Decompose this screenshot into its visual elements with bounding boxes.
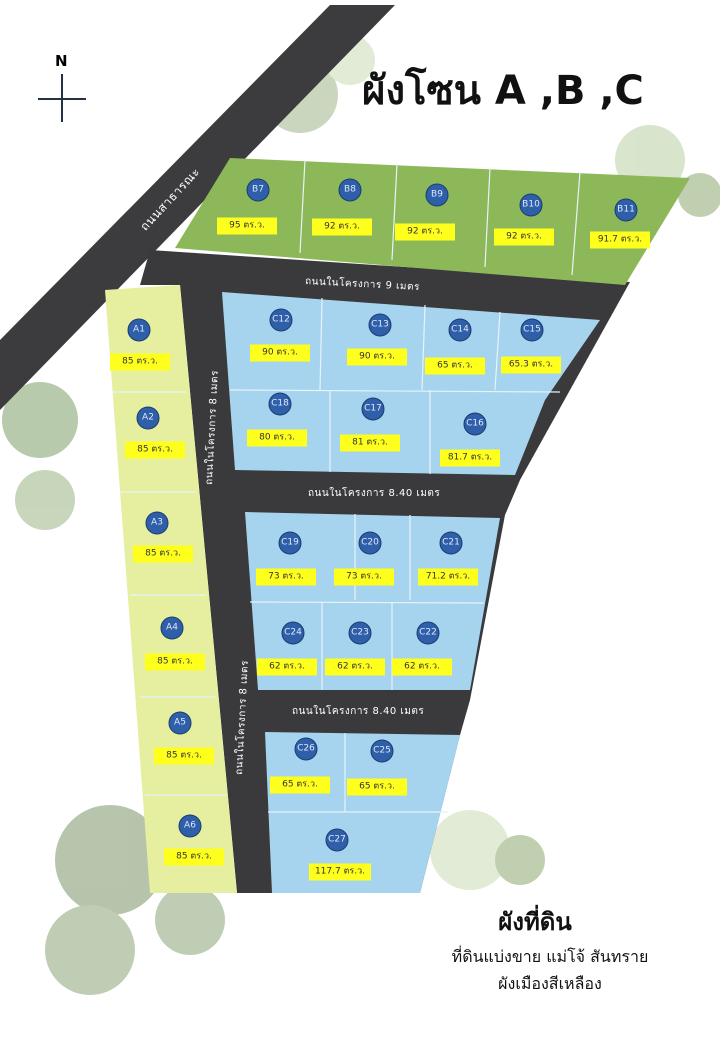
plot-marker-c26[interactable]: C26 (294, 737, 318, 761)
page-title: ผังโซน A ,B ,C (362, 68, 644, 114)
zone-c-block-1 (222, 292, 600, 475)
plot-area-label: 85 ตร.ว. (133, 545, 193, 563)
plot-marker-b7[interactable]: B7 (246, 178, 270, 202)
plot-area-label: 85 ตร.ว. (125, 441, 185, 459)
public-road (0, 5, 395, 410)
plot-marker-c14[interactable]: C14 (448, 318, 472, 342)
plot-marker-c15[interactable]: C15 (520, 318, 544, 342)
plot-marker-b9[interactable]: B9 (425, 183, 449, 207)
plot-area-label: 85 ตร.ว. (164, 848, 224, 866)
plot-area-label: 73 ตร.ว. (334, 568, 394, 586)
road-label-840-b: ถนนในโครงการ 8.40 เมตร (292, 706, 425, 717)
plot-marker-a2[interactable]: A2 (136, 406, 160, 430)
plot-marker-b8[interactable]: B8 (338, 178, 362, 202)
plot-dividers (112, 159, 581, 813)
plot-area-label: 81.7 ตร.ว. (440, 449, 500, 467)
plot-area-label: 65.3 ตร.ว. (501, 356, 561, 374)
plot-area-label: 71.2 ตร.ว. (418, 568, 478, 586)
plot-marker-a4[interactable]: A4 (160, 616, 184, 640)
zone-a (105, 285, 237, 893)
plot-marker-a3[interactable]: A3 (145, 511, 169, 535)
plot-area-label: 91.7 ตร.ว. (590, 231, 650, 249)
plot-marker-a1[interactable]: A1 (127, 318, 151, 342)
plot-area-label: 85 ตร.ว. (154, 747, 214, 765)
plot-marker-b10[interactable]: B10 (519, 193, 543, 217)
plot-area-label: 65 ตร.ว. (270, 776, 330, 794)
road-label-840-a: ถนนในโครงการ 8.40 เมตร (308, 488, 441, 499)
plot-area-label: 85 ตร.ว. (145, 653, 205, 671)
plot-marker-c20[interactable]: C20 (358, 531, 382, 555)
plot-area-label: 92 ตร.ว. (312, 218, 372, 236)
plot-area-label: 92 ตร.ว. (395, 223, 455, 241)
plot-area-label: 90 ตร.ว. (250, 344, 310, 362)
plot-marker-c12[interactable]: C12 (269, 308, 293, 332)
plot-marker-c19[interactable]: C19 (278, 531, 302, 555)
plot-marker-c22[interactable]: C22 (416, 621, 440, 645)
caption-line-2: ผังเมืองสีเหลือง (498, 974, 602, 993)
plot-area-label: 80 ตร.ว. (247, 429, 307, 447)
plot-area-label: 62 ตร.ว. (325, 658, 385, 676)
plot-area-label: 95 ตร.ว. (217, 217, 277, 235)
plot-area-label: 65 ตร.ว. (425, 357, 485, 375)
plot-marker-c23[interactable]: C23 (348, 621, 372, 645)
plot-area-label: 81 ตร.ว. (340, 434, 400, 452)
plot-marker-c27[interactable]: C27 (325, 828, 349, 852)
north-arrow: N (38, 52, 86, 122)
plot-marker-c24[interactable]: C24 (281, 621, 305, 645)
plot-marker-c13[interactable]: C13 (368, 313, 392, 337)
plot-area-label: 62 ตร.ว. (257, 658, 317, 676)
caption-heading: ผังที่ดิน (498, 908, 572, 936)
trees (2, 35, 720, 995)
plot-marker-c16[interactable]: C16 (463, 412, 487, 436)
plot-area-label: 92 ตร.ว. (494, 228, 554, 246)
plot-marker-c18[interactable]: C18 (268, 392, 292, 416)
plot-marker-a5[interactable]: A5 (168, 711, 192, 735)
caption-line-1: ที่ดินแบ่งขาย แม่โจ้ สันทราย (451, 947, 649, 966)
plot-marker-c17[interactable]: C17 (361, 397, 385, 421)
plot-area-label: 73 ตร.ว. (256, 568, 316, 586)
plot-marker-a6[interactable]: A6 (178, 814, 202, 838)
plot-marker-c21[interactable]: C21 (439, 531, 463, 555)
plot-area-label: 90 ตร.ว. (347, 348, 407, 366)
plot-area-label: 85 ตร.ว. (110, 353, 170, 371)
zone-c-block-2 (245, 512, 500, 690)
north-label: N (55, 52, 68, 70)
plot-area-label: 65 ตร.ว. (347, 778, 407, 796)
plot-area-label: 117.7 ตร.ว. (308, 863, 372, 881)
plot-marker-b11[interactable]: B11 (614, 198, 638, 222)
plot-marker-c25[interactable]: C25 (370, 739, 394, 763)
plot-area-label: 62 ตร.ว. (392, 658, 452, 676)
